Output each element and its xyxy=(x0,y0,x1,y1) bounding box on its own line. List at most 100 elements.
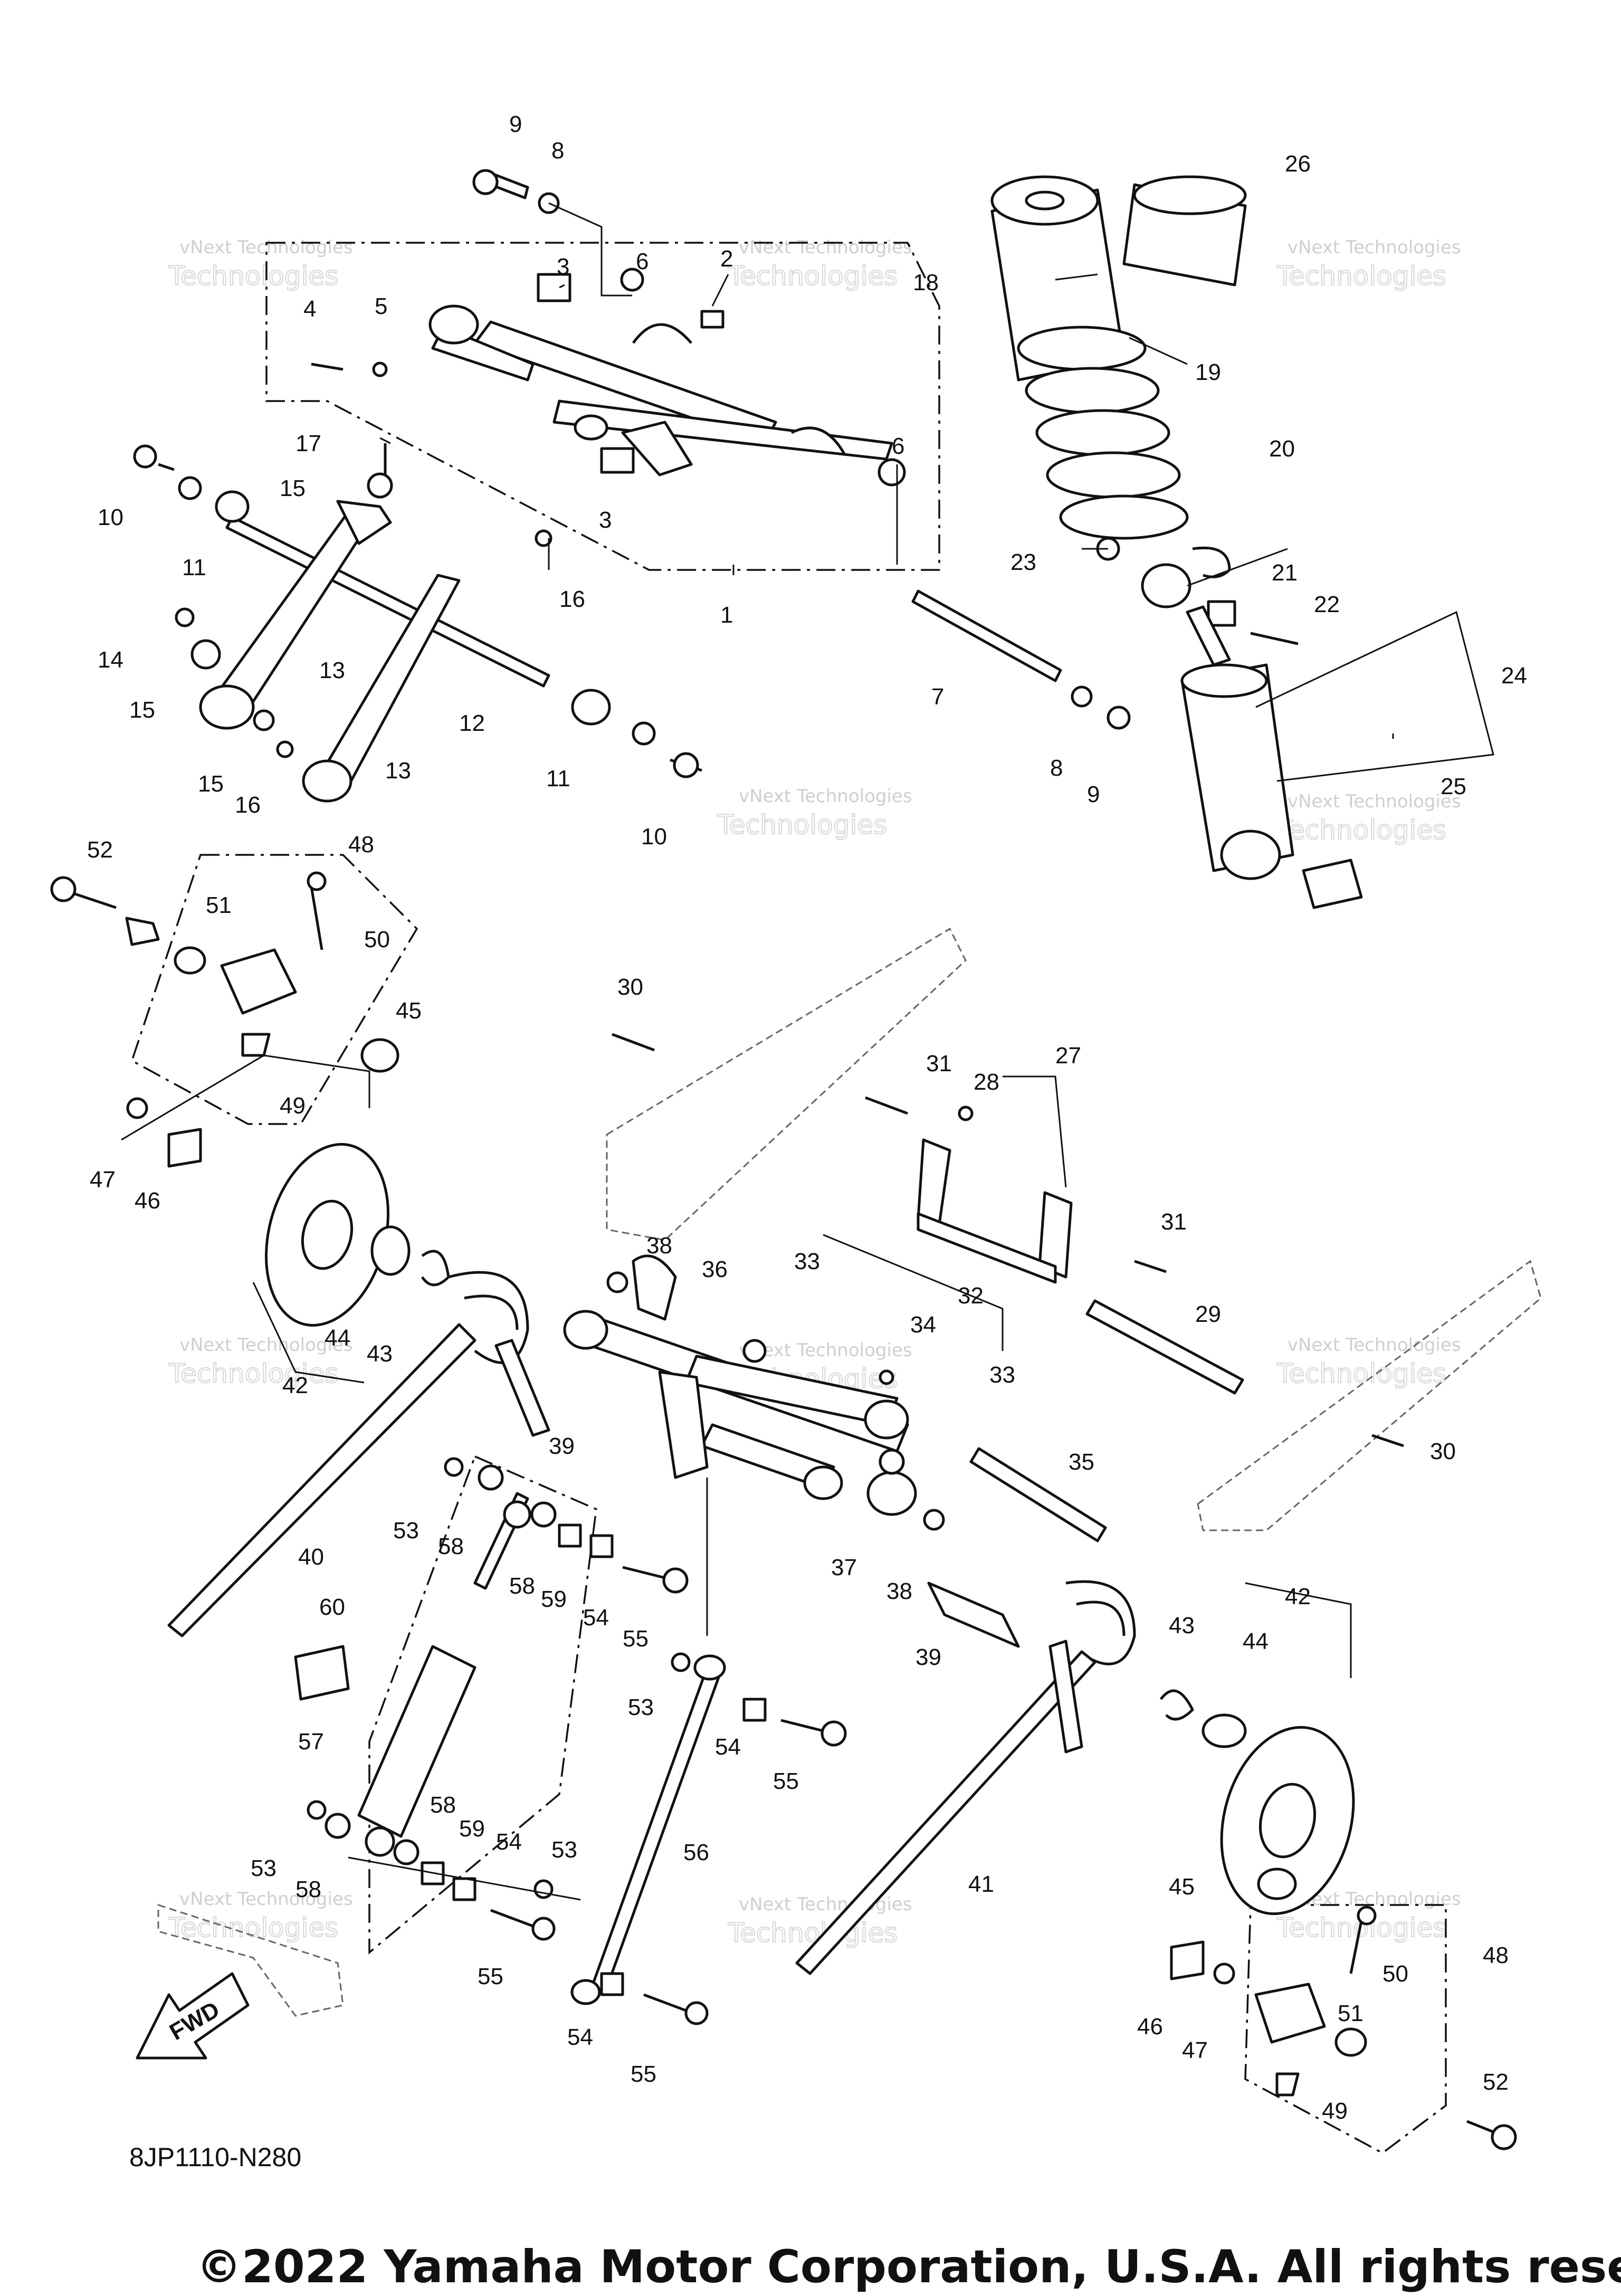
callout-13: 13 xyxy=(319,658,345,683)
circlip-43 xyxy=(1160,1689,1194,1721)
callout-45: 45 xyxy=(396,998,422,1024)
collar-37 xyxy=(866,1471,917,1516)
washer-15 xyxy=(190,639,221,670)
leader-lines xyxy=(121,202,1494,1901)
collar-58 xyxy=(478,1464,504,1491)
adjuster-block xyxy=(1254,1983,1326,2044)
swing-arm-crossbar xyxy=(473,320,777,445)
washer-47 xyxy=(1213,1962,1235,1985)
callout-54: 54 xyxy=(715,1734,741,1760)
nut-53 xyxy=(444,1457,464,1477)
group-outline-1 xyxy=(265,242,940,571)
bolt-22 xyxy=(1250,632,1299,645)
watermark: vNext Technologies xyxy=(739,1340,912,1361)
callout-58: 58 xyxy=(438,1533,464,1559)
collar-54 xyxy=(589,1534,614,1558)
sleeve-top xyxy=(1133,175,1247,215)
drawing-code: 8JP1110-N280 xyxy=(129,2142,301,2172)
bolt-head xyxy=(673,752,699,778)
watermark: vNext Technologies xyxy=(179,1335,353,1356)
block-36 xyxy=(632,1254,677,1321)
bolt-head xyxy=(133,444,157,469)
bolt-31 xyxy=(1134,1260,1167,1273)
nut-53 xyxy=(307,1800,327,1820)
washer xyxy=(178,476,202,500)
bolt-head xyxy=(662,1567,689,1594)
callout-47: 47 xyxy=(1182,2037,1208,2063)
callout-51: 51 xyxy=(1338,2000,1363,2026)
collar-21 xyxy=(1207,600,1236,627)
callout-16: 16 xyxy=(235,792,261,818)
watermark: Technologies xyxy=(728,1918,898,1948)
spring-coil xyxy=(1017,326,1147,371)
callout-34: 34 xyxy=(910,1312,936,1338)
collar-11 xyxy=(215,490,250,523)
callout-41: 41 xyxy=(968,1871,994,1897)
callout-38: 38 xyxy=(646,1233,672,1259)
watermark: vNext Technologies xyxy=(739,237,912,258)
bearing-44 xyxy=(1202,1713,1247,1748)
slide-rail-left xyxy=(606,927,967,1241)
damper-assembly xyxy=(294,1457,847,2025)
bolt-30 xyxy=(1371,1434,1404,1447)
washer-38 xyxy=(606,1271,628,1293)
callout-6: 6 xyxy=(636,249,649,274)
slide-rails xyxy=(606,927,1542,1531)
upper-left-arms xyxy=(133,443,702,803)
rear-shock-assembly xyxy=(990,175,1363,909)
callout-8: 8 xyxy=(551,138,564,164)
collar-46 xyxy=(1170,1940,1205,1980)
shock-body-top xyxy=(1180,663,1268,698)
callout-18: 18 xyxy=(913,270,939,296)
swing-arm-hook-rear xyxy=(790,426,846,455)
bracket-plate xyxy=(917,1138,951,1226)
collar-54 xyxy=(452,1877,476,1901)
swing-arm-assembly xyxy=(428,273,893,477)
callout-38: 38 xyxy=(886,1578,912,1604)
callout-53: 53 xyxy=(551,1837,577,1863)
bolt-head xyxy=(684,2001,709,2025)
collar-59 xyxy=(558,1523,582,1548)
washer-47 xyxy=(126,1097,148,1119)
swing-arm-boss xyxy=(428,304,479,345)
callout-30: 30 xyxy=(1430,1438,1456,1464)
circlip-43 xyxy=(421,1250,450,1287)
callout-33: 33 xyxy=(989,1362,1015,1388)
wheel-hub xyxy=(1258,1783,1317,1859)
bolt-52 xyxy=(1466,2120,1494,2133)
washer xyxy=(372,361,388,377)
leader xyxy=(1003,1075,1067,1188)
leader xyxy=(823,1234,1004,1351)
bolt-head xyxy=(821,1720,847,1747)
callout-55: 55 xyxy=(478,1964,503,1989)
callout-50: 50 xyxy=(1382,1961,1408,1987)
callout-35: 35 xyxy=(1069,1449,1094,1475)
torsion-springs xyxy=(167,1271,1136,1975)
shaft-29 xyxy=(1085,1299,1244,1395)
washer-15 xyxy=(367,472,393,499)
callout-37: 37 xyxy=(831,1555,857,1580)
callout-32: 32 xyxy=(958,1283,984,1309)
damper-eye xyxy=(365,1826,395,1857)
adjuster-left xyxy=(50,871,399,1168)
nut-49 xyxy=(241,1033,271,1057)
watermark: Technologies xyxy=(717,809,887,840)
spring-coil xyxy=(1035,409,1170,456)
callout-42: 42 xyxy=(282,1373,308,1398)
leader xyxy=(348,1856,581,1901)
callout-14: 14 xyxy=(98,647,123,673)
grease-nipple xyxy=(700,310,724,329)
watermark: Technologies xyxy=(1276,815,1446,845)
bracket-27 xyxy=(612,1033,1404,1447)
nut-16 xyxy=(276,740,294,758)
damper-body-57 xyxy=(357,1645,476,1838)
collar-58 xyxy=(393,1839,419,1865)
callout-11: 11 xyxy=(182,555,206,580)
group-outline-48-left xyxy=(130,854,418,1125)
bolt-10 xyxy=(158,463,175,471)
group-outlines xyxy=(130,242,1447,2155)
callout-26: 26 xyxy=(1285,151,1311,177)
leader xyxy=(1129,337,1188,365)
bolt-55 xyxy=(622,1566,665,1579)
watermark: Technologies xyxy=(168,1358,338,1389)
